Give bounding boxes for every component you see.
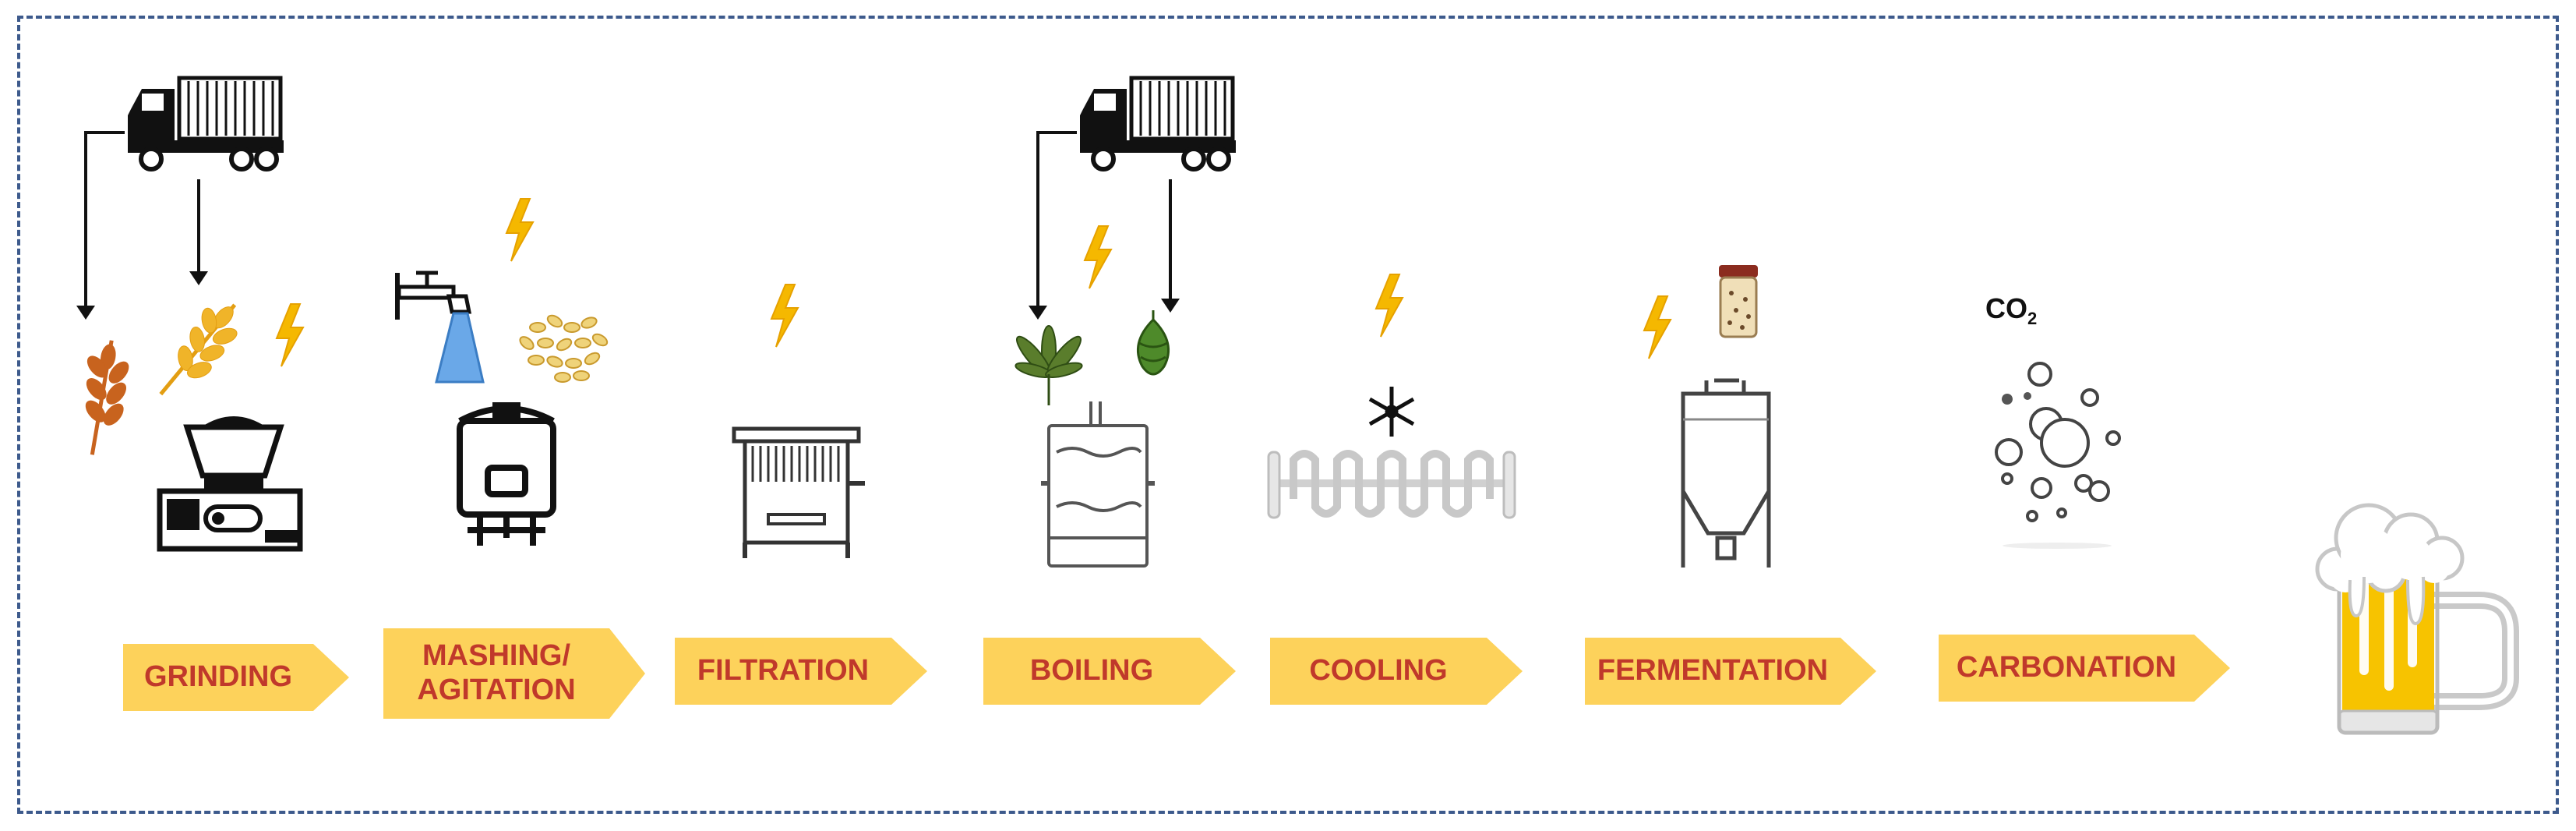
cooling-illustration: [1267, 274, 1516, 519]
dashed-frame: [17, 16, 2559, 814]
hemp-leaf-icon: [1015, 325, 1083, 405]
mashing-illustration: [395, 198, 609, 546]
stage-label-cooling: COOLING: [1309, 654, 1448, 688]
stage-label-carbonation: CARBONATION: [1956, 651, 2177, 684]
filter-icon: [732, 426, 865, 558]
lightning-icon: [506, 198, 534, 262]
boil-kettle-icon: [1041, 401, 1155, 568]
tap-icon: [395, 271, 485, 384]
stage-label-mashing-agitation: MASHING/ AGITATION: [417, 639, 576, 706]
stage-label-filtration: FILTRATION: [697, 654, 870, 688]
lightning-icon: [276, 303, 304, 367]
stage-arrow-5: [1585, 638, 1876, 705]
fermenter-icon: [1681, 378, 1771, 568]
stage-label-grinding: GRINDING: [144, 660, 292, 694]
beer-mug-icon: [2315, 503, 2519, 735]
stage-arrow-3: [983, 638, 1236, 705]
lightning-icon: [1375, 274, 1403, 338]
grinder-icon: [157, 416, 303, 552]
wheat-icon: [72, 338, 146, 454]
stage-arrow-0: [123, 644, 349, 711]
mash-tun-icon: [457, 402, 556, 546]
cooler-coil-icon: [1267, 450, 1516, 519]
stage-arrows: [123, 628, 2230, 719]
snowflake-icon: [1368, 387, 1415, 437]
lightning-icon: [1084, 225, 1112, 289]
fermentation-illustration: [1643, 265, 1771, 568]
lightning-icon: [1643, 295, 1671, 359]
hop-icon: [1136, 310, 1170, 376]
stage-arrow-1: [383, 628, 645, 719]
stage-arrow-2: [675, 638, 927, 705]
bubbles-icon: [1995, 362, 2121, 549]
stage-arrow-6: [1939, 635, 2230, 702]
grinding-illustration: [72, 78, 304, 552]
lightning-icon: [771, 284, 799, 348]
co2-label: CO2: [1985, 292, 2038, 329]
truck-icon: [1080, 78, 1236, 169]
filtration-illustration: [732, 284, 865, 558]
truck-icon: [128, 78, 284, 169]
boiling-illustration: [1015, 78, 1236, 568]
stage-label-boiling: BOILING: [1029, 654, 1154, 688]
stage-arrow-4: [1270, 638, 1523, 705]
stage-label-fermentation: FERMENTATION: [1597, 654, 1829, 688]
grain-icon: [519, 314, 609, 383]
yeast-jar-icon: [1719, 265, 1758, 338]
